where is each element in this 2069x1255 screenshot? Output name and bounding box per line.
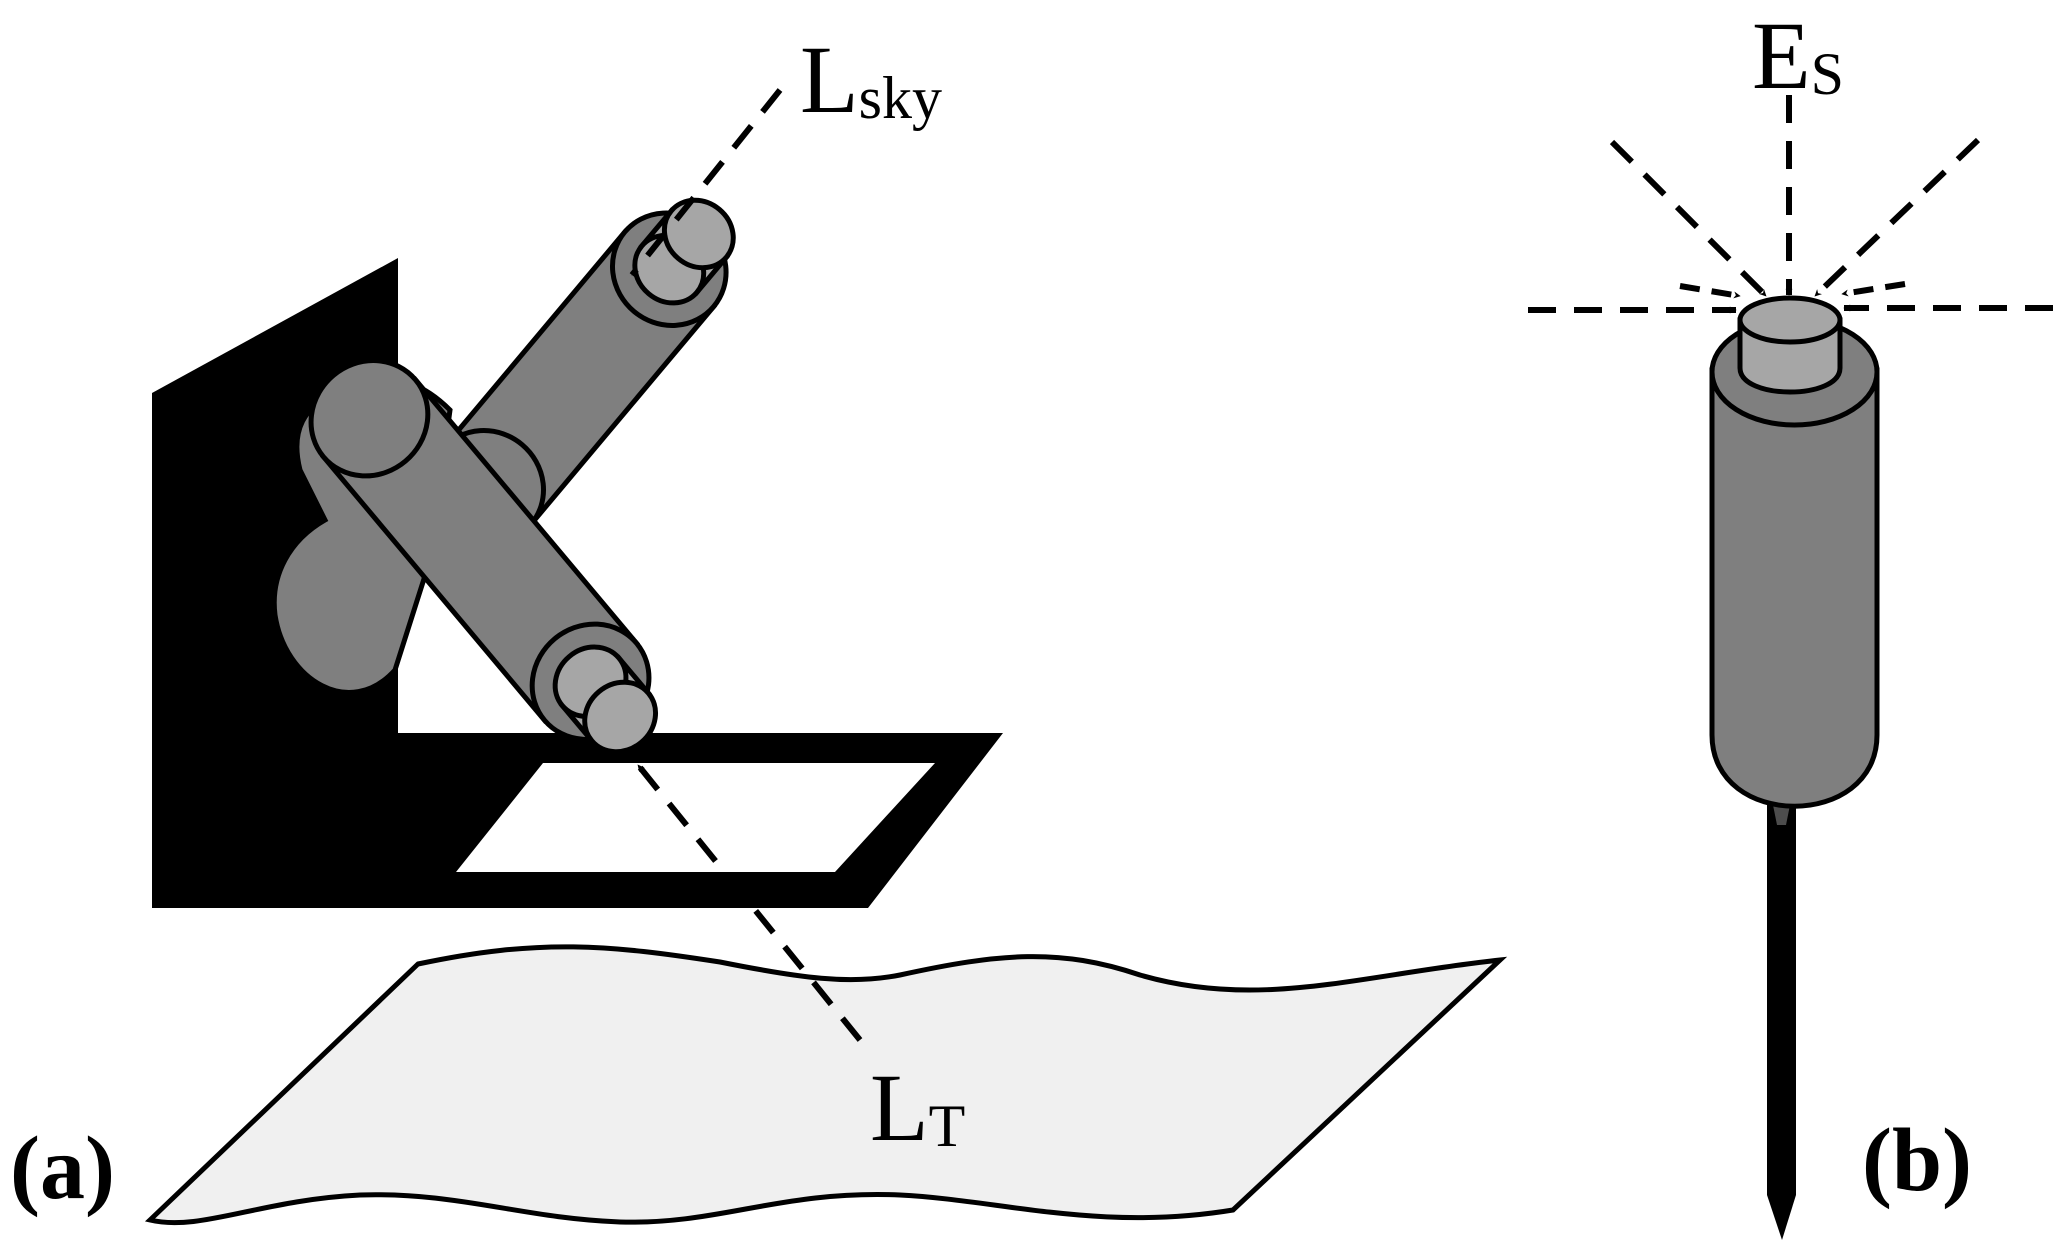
target-radiance-label: LT — [870, 1054, 965, 1161]
irradiance-ray-upper-left — [1609, 139, 1769, 299]
irradiance-ray-right-low — [1841, 281, 1906, 297]
target-telescope — [308, 358, 659, 755]
sky-radiance-ray — [629, 88, 783, 277]
panel-a-tag: (a) — [10, 1119, 115, 1218]
target-surface — [144, 944, 1508, 1226]
sky-radiance-label: Lsky — [800, 26, 942, 133]
panel-b-tag: (b) — [1862, 1111, 1972, 1210]
mount-frame — [152, 733, 1003, 908]
irradiance-ray-upper-right — [1812, 137, 1981, 299]
panel-b: ES (b) — [1528, 2, 2053, 1240]
irradiance-ray-left-low — [1679, 283, 1741, 299]
diffuser-cap-top — [1737, 295, 1843, 345]
sensor-rod — [1767, 795, 1796, 1240]
panel-a: Lsky LT (a) — [10, 26, 1508, 1226]
irradiance-label: ES — [1752, 2, 1844, 109]
target-radiance-ray — [635, 763, 863, 1042]
sensor-body — [1709, 367, 1880, 809]
